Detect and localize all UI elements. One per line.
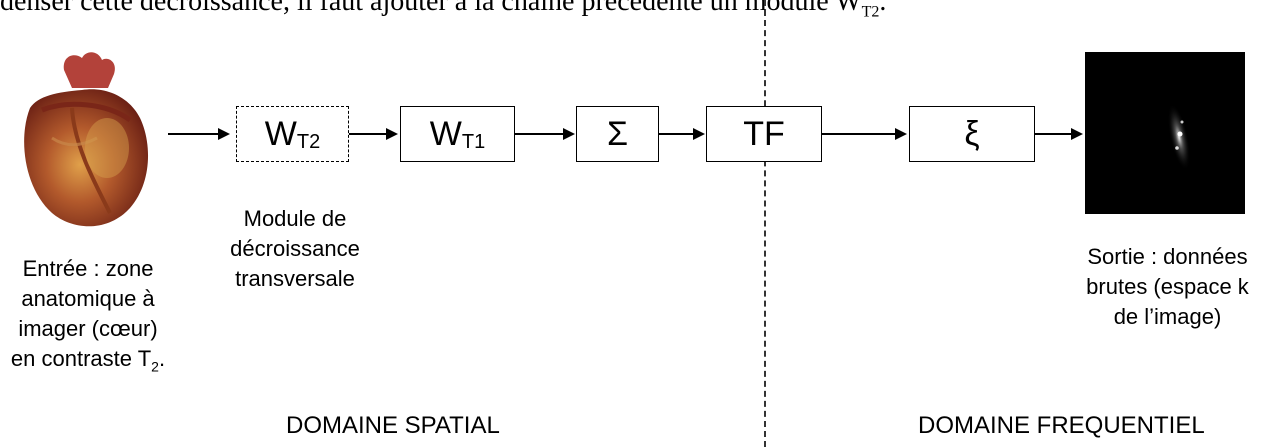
spatial-domain-label: DOMAINE SPATIAL [286, 412, 500, 439]
intro-text: denser cette décroissance, il faut ajout… [0, 0, 887, 21]
arrow-sum-to-tf [659, 128, 705, 140]
heart-illustration [24, 52, 149, 227]
domain-divider [764, 0, 766, 447]
k-space-image [1085, 52, 1245, 214]
frequency-domain-label: DOMAINE FREQUENTIEL [918, 412, 1205, 439]
sum-block: Σ [576, 106, 659, 162]
tf-block: TF [706, 106, 822, 162]
arrow-wt1-to-sum [515, 128, 575, 140]
xi-block: ξ [909, 106, 1035, 162]
arrow-wt2-to-wt1 [349, 128, 398, 140]
arrow-xi-to-output [1035, 128, 1083, 140]
module-label: Module de décroissance transversale [230, 206, 360, 291]
arrow-tf-to-xi [822, 128, 907, 140]
arrow-input-to-wt2 [168, 128, 230, 140]
output-label: Sortie : données brutes (espace k de l’i… [1086, 244, 1249, 329]
input-label: Entrée : zone anatomique à imager (cœur)… [10, 256, 166, 375]
